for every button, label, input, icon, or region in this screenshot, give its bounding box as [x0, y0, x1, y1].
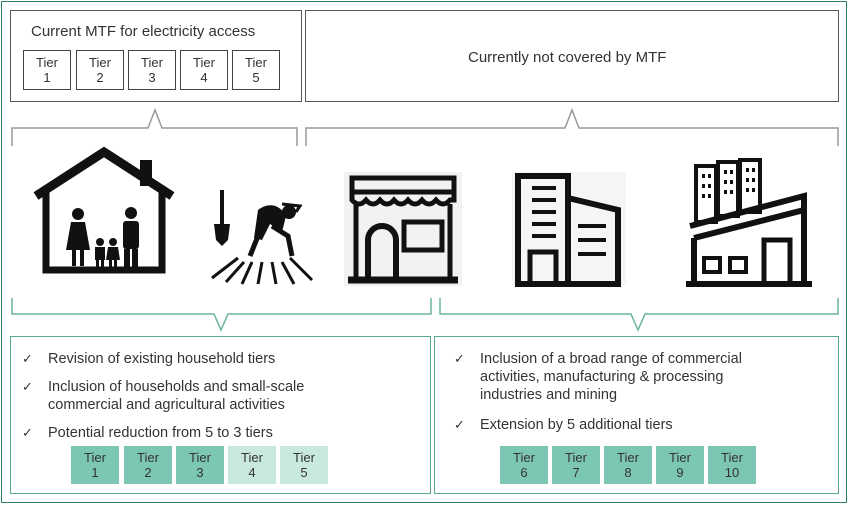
top-brace-left: [11, 107, 298, 146]
farmer-icon: [211, 190, 314, 285]
bottom-brace-right: [439, 298, 839, 332]
shop-icon: [344, 172, 462, 286]
checkmark-icon: ✓: [22, 351, 33, 366]
not-covered-title: Currently not covered by MTF: [468, 49, 667, 66]
checkmark-icon: ✓: [454, 351, 465, 366]
house-family-icon: [33, 146, 175, 274]
top-brace-right: [305, 107, 839, 146]
checkmark-icon: ✓: [22, 379, 33, 394]
factory-icon: [686, 158, 812, 287]
current-mtf-title: Current MTF for electricity access: [31, 23, 256, 40]
bottom-brace-left: [11, 298, 432, 332]
not-covered-box: Currently not covered by MTF: [305, 10, 839, 102]
checkmark-icon: ✓: [22, 425, 33, 440]
office-building-icon: [512, 172, 626, 287]
current-mtf-box: Current MTF for electricity access: [10, 10, 302, 102]
checkmark-icon: ✓: [454, 417, 465, 432]
